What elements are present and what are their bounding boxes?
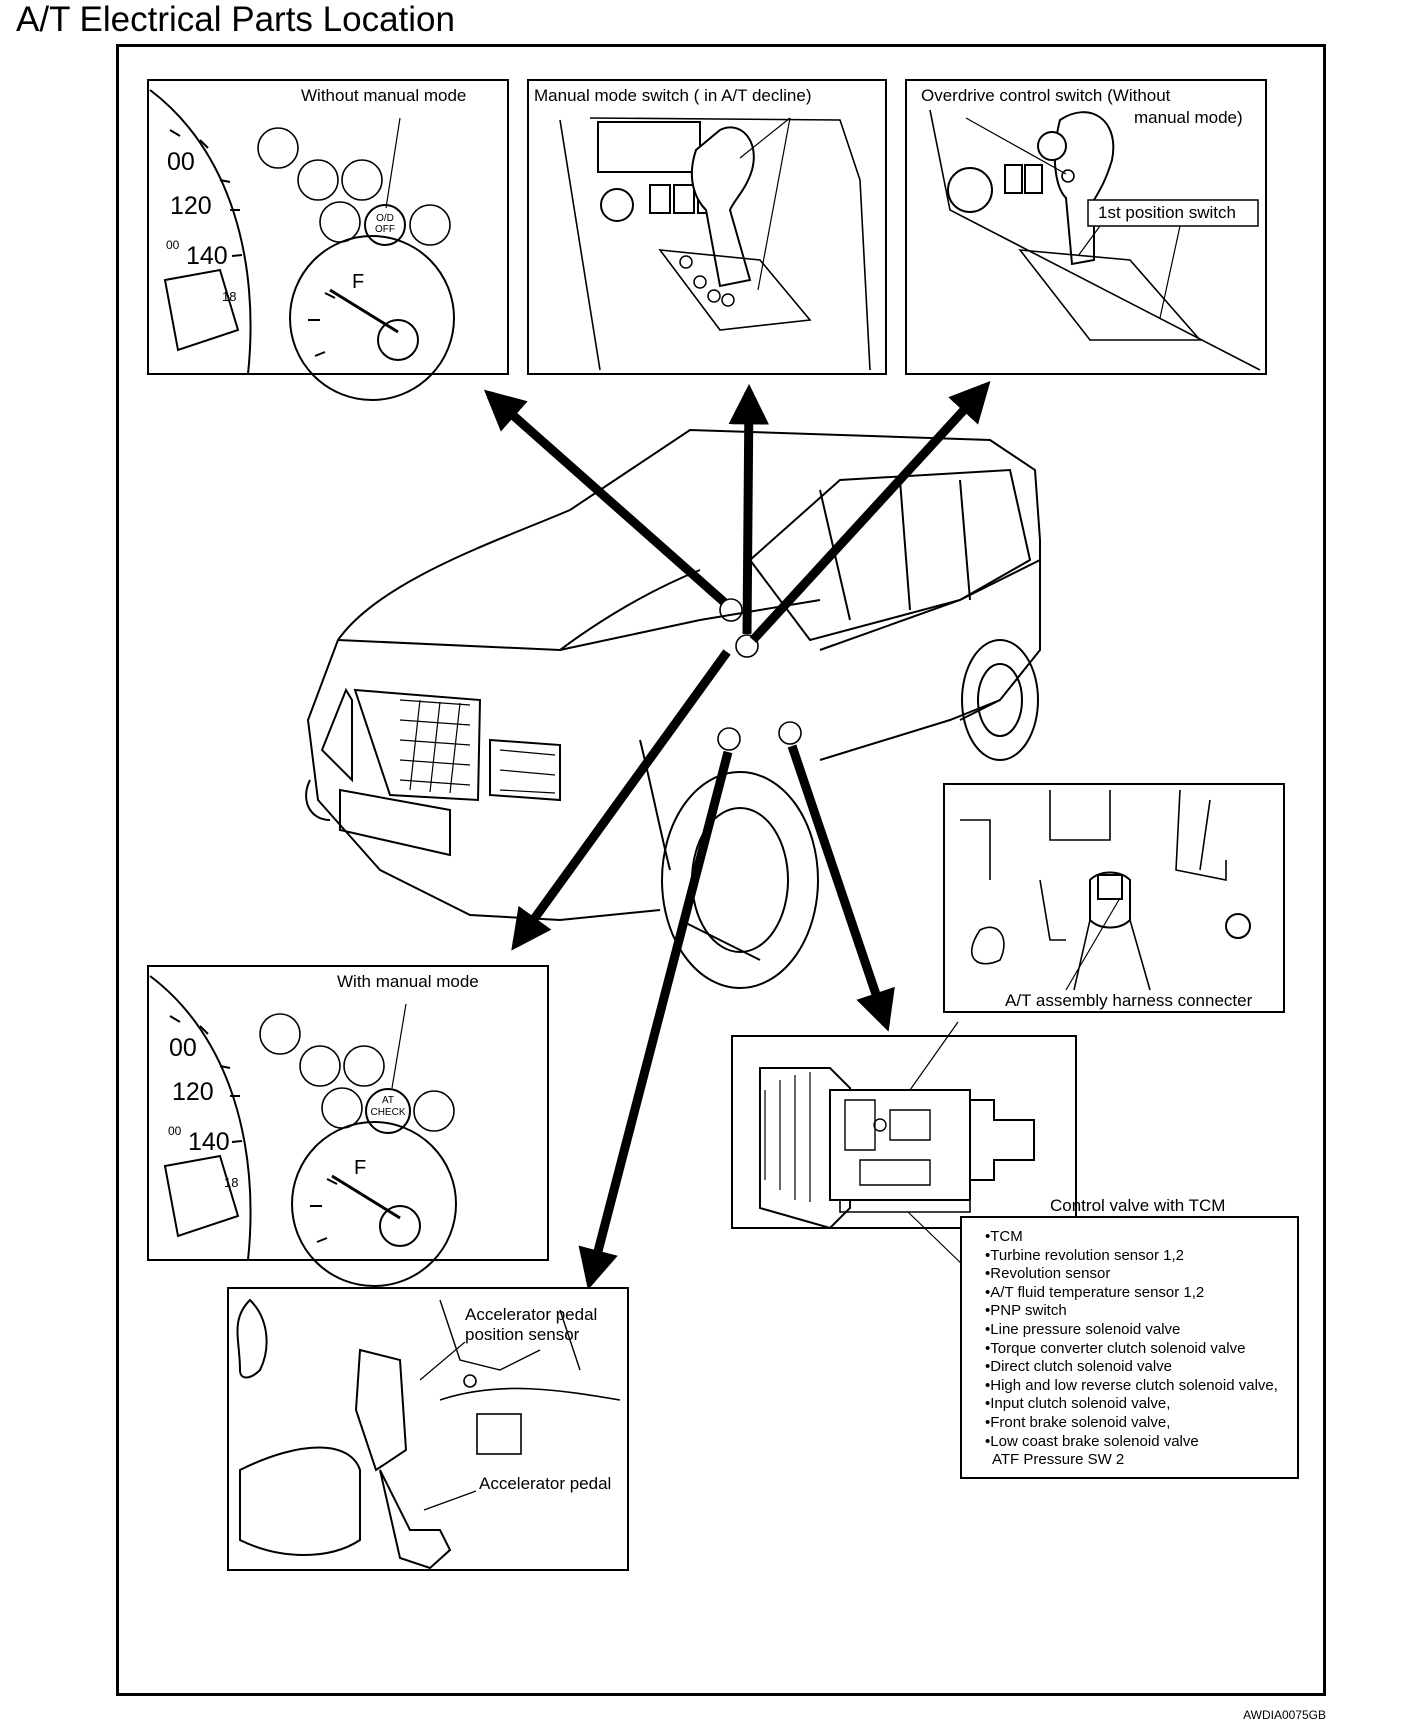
figure-code: AWDIA0075GB [1243,1708,1326,1722]
od-off-indicator: O/D OFF [374,213,396,235]
fuel-f-label-b: F [354,1157,367,1179]
tick-label-00: 00 [166,238,180,252]
list-item: •Low coast brake solenoid valve [985,1432,1199,1450]
callout-accel-sensor-line1: Accelerator pedal [465,1305,598,1324]
list-item: •TCM [985,1228,1023,1245]
callout-overdrive-switch-line2: manual mode) [1134,108,1243,127]
at-check-indicator: AT CHECK [366,1095,410,1119]
callout-arrows [483,381,991,1290]
list-item: •Torque converter clutch solenoid valve [985,1339,1246,1357]
speed-label-120-b: 120 [172,1078,214,1106]
list-item: ATF Pressure SW 2 [992,1451,1125,1469]
fuel-f-label: F [352,271,365,293]
tick-label-00-b: 00 [168,1124,182,1138]
speed-label-140-b: 140 [188,1128,230,1156]
speed-label-100-b: 00 [169,1034,197,1062]
callout-accel-sensor-line2: position sensor [465,1325,580,1344]
callout-overdrive-switch-line1: Overdrive control switch (Without [921,86,1171,105]
list-item: •Direct clutch solenoid valve [985,1358,1173,1376]
callout-control-valve: Control valve with TCM [1050,1196,1226,1215]
diagram-frame [116,44,1326,1696]
speed-label-100: 00 [167,148,195,176]
callout-accel-pedal: Accelerator pedal [479,1474,612,1493]
at-check-line2: CHECK [370,1107,406,1118]
gauge-cluster-without-manual-panel [147,79,509,401]
list-item: •High and low reverse clutch solenoid va… [985,1376,1278,1394]
list-item: •Line pressure solenoid valve [985,1320,1181,1338]
transmission-panel [731,1021,1077,1269]
callout-at-assembly-harness: A/T assembly harness connecter [1005,991,1253,1010]
od-off-line2: OFF [375,224,395,235]
accelerator-pedal-panel [227,1287,629,1571]
page-title: A/T Electrical Parts Location [16,0,455,39]
list-item: •PNP switch [985,1302,1067,1320]
gauge-cluster-with-manual-panel [147,965,549,1287]
list-item: •A/T fluid temperature sensor 1,2 [985,1283,1205,1301]
odo-label-18: 18 [222,289,237,304]
od-off-line1: O/D [376,213,394,224]
list-item: •Revolution sensor [985,1265,1111,1283]
callout-manual-mode-switch: Manual mode switch ( in A/T decline) [534,86,812,105]
odo-label-18-b: 18 [224,1175,239,1190]
speed-label-140: 140 [186,242,228,270]
component-list-box [960,1216,1299,1479]
callout-with-manual-mode: With manual mode [337,972,479,991]
component-list: •TCM •Turbine revolution sensor 1,2 •Rev… [985,1228,1278,1470]
shifter-console-panel [527,79,887,375]
list-item: •Turbine revolution sensor 1,2 [985,1246,1184,1264]
harness-connector-panel [943,783,1285,1013]
list-item: •Input clutch solenoid valve, [985,1395,1171,1413]
list-item: •Front brake solenoid valve, [985,1413,1171,1431]
vehicle-outline [305,428,1041,989]
overdrive-console-panel [905,79,1267,375]
callout-without-manual-mode: Without manual mode [301,86,467,105]
speed-label-120: 120 [170,192,212,220]
at-check-line1: AT [381,1095,395,1106]
callout-first-position-switch: 1st position switch [1098,203,1236,222]
